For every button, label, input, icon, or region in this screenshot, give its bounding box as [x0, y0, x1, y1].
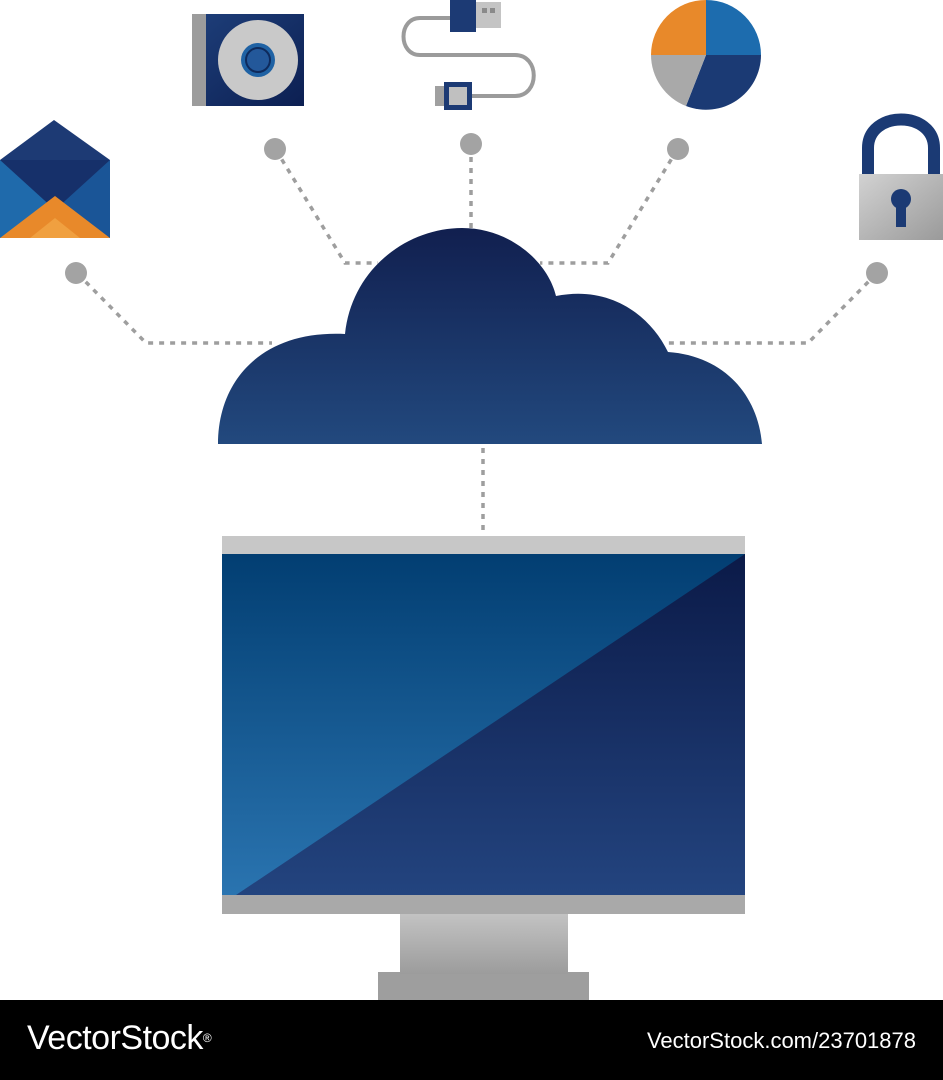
node-dots	[65, 133, 888, 284]
connector-disc	[274, 149, 378, 265]
node-dot-disc	[264, 138, 286, 160]
cloud-icon	[218, 228, 762, 444]
node-dot-lock	[866, 262, 888, 284]
node-dot-envelope	[65, 262, 87, 284]
connector-chart	[540, 149, 679, 265]
watermark-footer: VectorStock® VectorStock.com/23701878	[0, 1000, 943, 1080]
connector-lines	[76, 146, 878, 535]
watermark-image-id: VectorStock.com/23701878	[646, 1028, 916, 1053]
registered-mark: ®	[202, 1031, 212, 1045]
connector-envelope	[76, 272, 272, 345]
watermark-brand: VectorStock®	[27, 1018, 212, 1058]
watermark-brand-text: VectorStock	[27, 1019, 203, 1057]
monitor-icon	[222, 536, 745, 1000]
connector-lock	[668, 272, 878, 345]
node-dot-chart	[667, 138, 689, 160]
pie-chart-icon	[651, 0, 761, 110]
cloud-network-illustration	[0, 0, 943, 1000]
envelope-icon	[0, 120, 110, 238]
node-dot-usb	[460, 133, 482, 155]
usb-cable-icon	[401, 0, 536, 110]
disc-icon	[192, 14, 304, 106]
padlock-icon	[859, 113, 943, 240]
